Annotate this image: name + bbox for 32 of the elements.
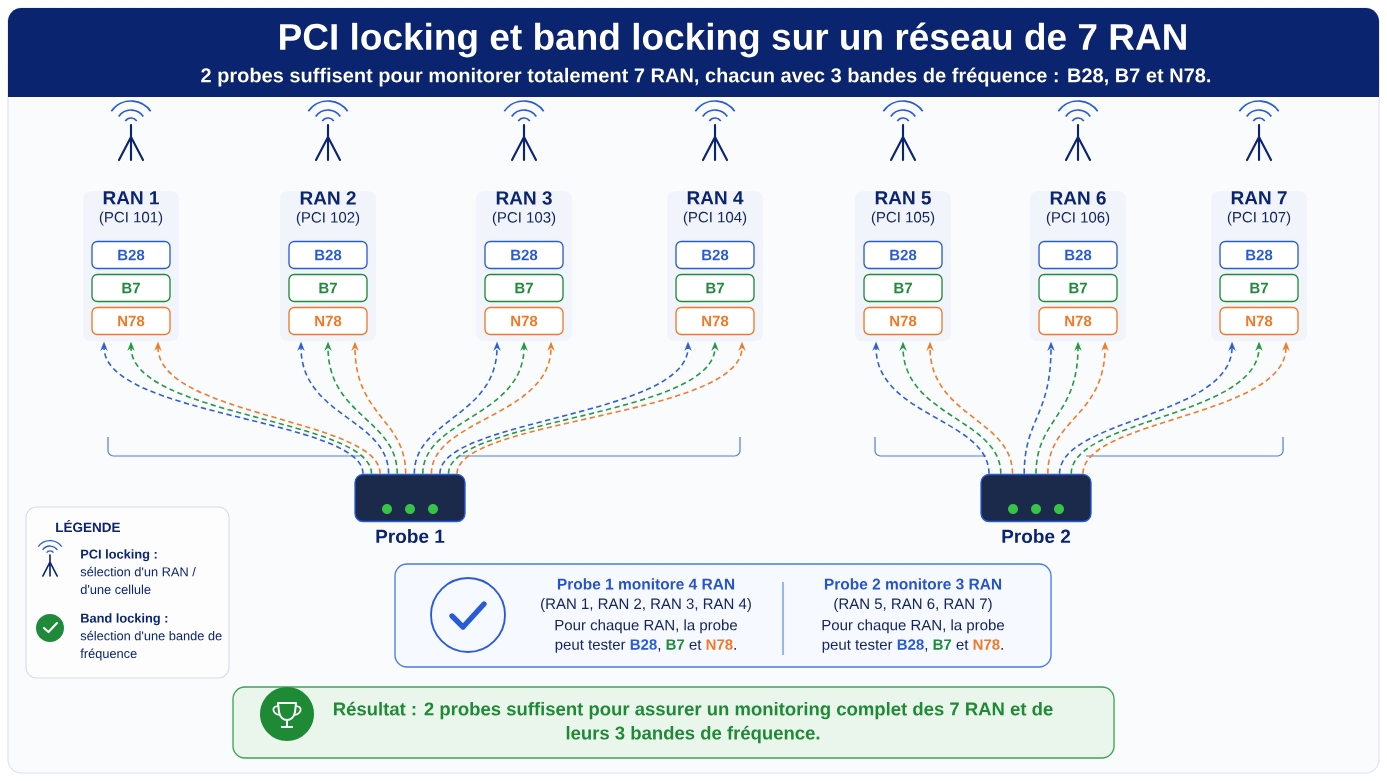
band-box: B7 (288, 273, 368, 303)
node-label: Probe 2 (1002, 529, 1071, 544)
subtitle: 2 probes suffisent pour monitorer totalement 7 RAN, chacun avec 3 bandes de fréquence : B28, B7 et N78. (201, 67, 1211, 87)
band-box: B28 (863, 240, 943, 270)
probe-device: Probe 2 (980, 473, 1092, 544)
band-box: B28 (484, 240, 564, 270)
band-box: B7 (484, 273, 564, 303)
band-box: B7 (1038, 273, 1118, 303)
probe-device: Probe 1 (354, 473, 466, 544)
band-box: B28 (1038, 240, 1118, 270)
band-box: N78 (288, 306, 368, 336)
band-box: B7 (675, 273, 755, 303)
legend-entry: PCI locking : sélection d'un RAN / d'une cellule (80, 549, 196, 594)
band-box: B28 (675, 240, 755, 270)
band-box: B7 (1219, 273, 1299, 303)
band-box: N78 (484, 306, 564, 336)
node-label: Probe 1 (376, 529, 445, 544)
band-box: B7 (91, 273, 171, 303)
title: PCI locking et band locking sur un réseau de 7 RAN (280, 22, 1186, 58)
band-box: N78 (863, 306, 943, 336)
band-box: B7 (863, 273, 943, 303)
band-box: N78 (1219, 306, 1299, 336)
legend-entry: Band locking : sélection d'une bande de fréquence (80, 613, 222, 661)
band-box: N78 (1038, 306, 1118, 336)
band-box: B28 (1219, 240, 1299, 270)
legend-title: LÉGENDE (56, 519, 120, 533)
result-box: Résultat : 2 probes suffisent pour assurer un monitoring complet des 7 RAN et de leurs 3 bandes de fréquence. (232, 686, 1115, 759)
band-box: B28 (288, 240, 368, 270)
summary-box: Probe 1 monitore 4 RAN (RAN 1, RAN 2, RAN 3, RAN 4) Pour chaque RAN, la probe peut tester B28, B7 et N78. Probe 2 monitore 3 RAN (RAN 5, RAN 6, RAN 7) Pour chaque RAN, la probe peut tester B28, B7 et N78. (394, 563, 1052, 668)
band-box: N78 (675, 306, 755, 336)
band-box: N78 (91, 306, 171, 336)
band-box: B28 (91, 240, 171, 270)
